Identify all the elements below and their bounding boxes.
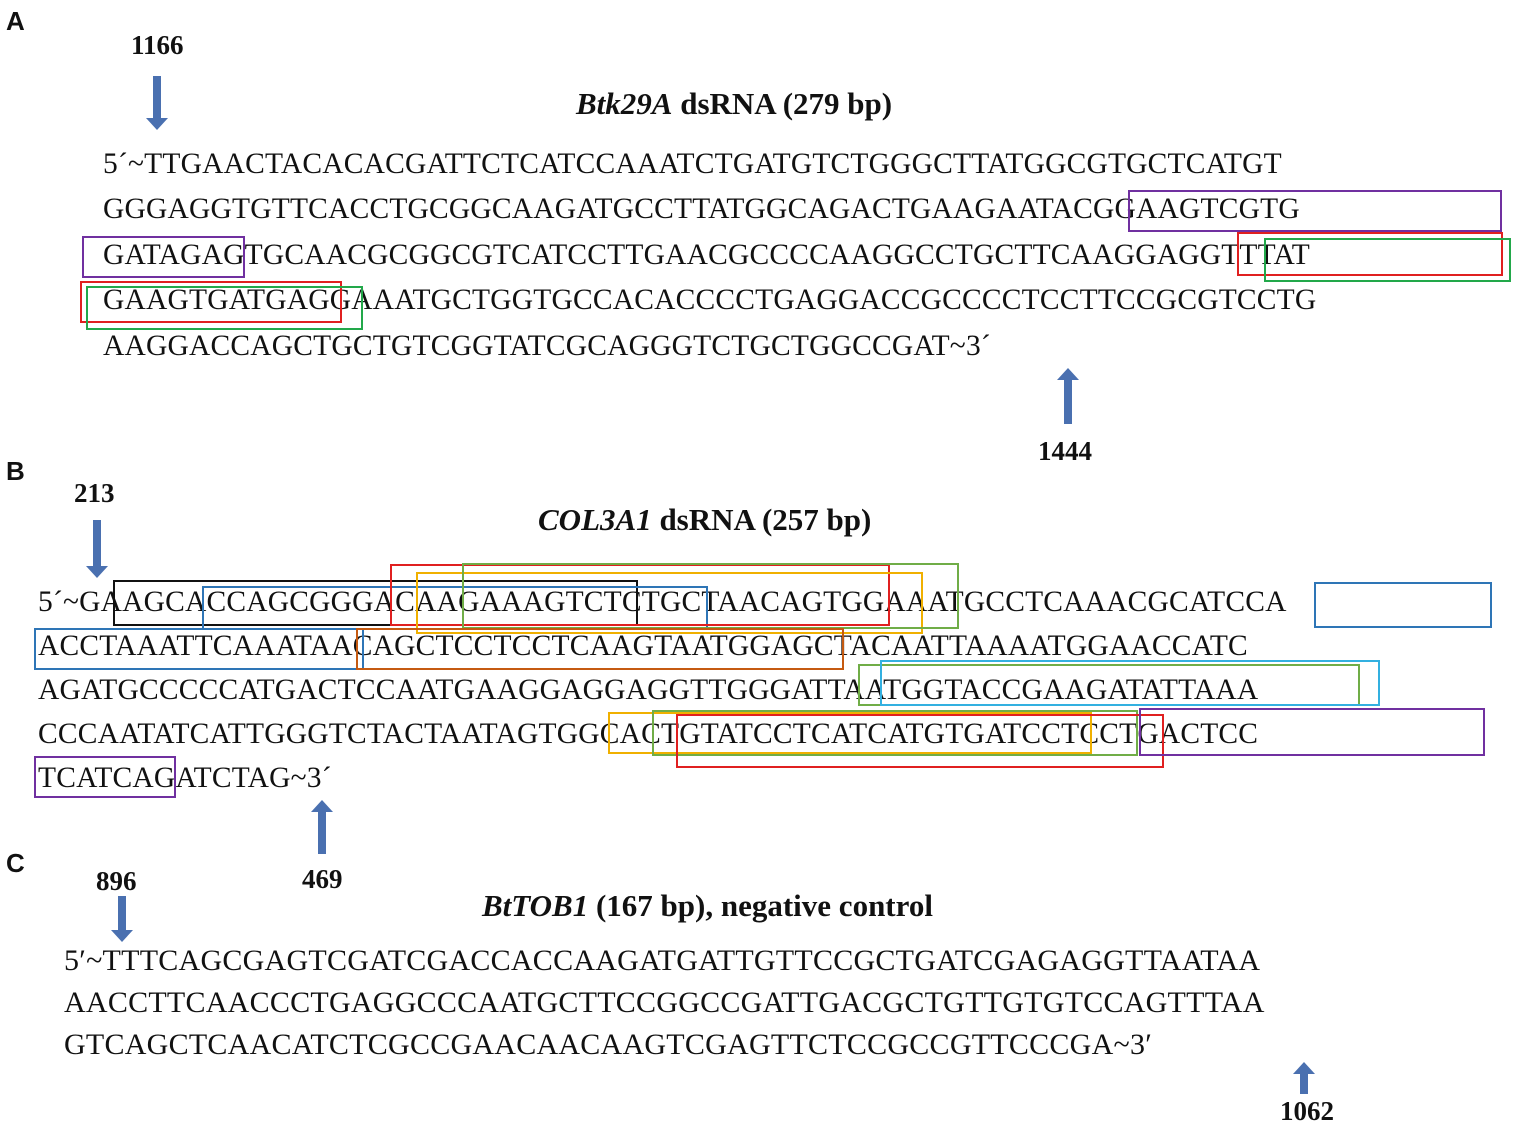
seq-a-line-2: GGGAGGTGTTCACCTGCGGCAAGATGCCTTATGGCAGACT… — [103, 193, 1300, 225]
end-position-c: 1062 — [1280, 1096, 1334, 1126]
gene-name-c: BtTOB1 — [482, 888, 589, 923]
title-rest-b: dsRNA (257 bp) — [651, 502, 872, 537]
start-position-a: 1166 — [131, 30, 184, 60]
siRNA-box-purple-b2 — [34, 756, 176, 798]
seq-c-line-1: 5′~TTTCAGCGAGTCGATCGACCACCAAGATGATTGTTCC… — [64, 944, 1261, 977]
siRNA-box-purple-a2 — [82, 236, 245, 278]
panel-label-c: C — [6, 848, 25, 878]
end-position-b: 469 — [302, 864, 343, 894]
siRNA-box-red-a1 — [1237, 232, 1503, 276]
seq-c-line-3: GTCAGCTCAACATCTCGCCGAACAACAAGTCGAGTTCTCC… — [64, 1028, 1153, 1061]
end-arrow-c — [1293, 1062, 1315, 1094]
seq-b-line-3: AGATGCCCCCATGACTCCAATGAAGGAGGAGGTTGGGATT… — [38, 674, 1259, 706]
seq-a-line-3: GATAGAGTGCAACGCGGCGTCATCCTTGAACGCCCCAAGG… — [103, 239, 1310, 271]
siRNA-box-red-a2 — [80, 281, 342, 323]
start-arrow-a — [146, 76, 168, 130]
seq-b-line-2: ACCTAAATTCAAATAACAGCTCCTCCTCAAGTAATGGAGC… — [38, 630, 1248, 662]
siRNA-box-green-a2 — [86, 286, 363, 330]
siRNA-box-black-b1 — [113, 580, 638, 626]
end-arrow-a — [1057, 368, 1079, 424]
title-c: BtTOB1 (167 bp), negative control — [482, 888, 933, 924]
siRNA-box-blue-b2 — [1314, 582, 1492, 628]
siRNA-box-red-b2 — [676, 714, 1164, 768]
siRNA-box-gold-b1 — [416, 572, 923, 634]
start-position-b: 213 — [74, 478, 115, 508]
title-a: Btk29A dsRNA (279 bp) — [576, 86, 892, 122]
seq-a-line-4: GAAGTGATGAGGAAATGCTGGTGCCACACCCCTGAGGACC… — [103, 284, 1317, 316]
gene-name-b: COL3A1 — [538, 502, 652, 537]
seq-a-line-5: AAGGACCAGCTGCTGTCGGTATCGCAGGGTCTGCTGGCCG… — [103, 330, 991, 362]
title-rest-c: (167 bp), negative control — [588, 888, 933, 923]
siRNA-box-blue-b3 — [34, 628, 364, 670]
siRNA-box-purple-a1 — [1128, 190, 1502, 232]
title-b: COL3A1 dsRNA (257 bp) — [538, 502, 871, 538]
siRNA-box-green-a1 — [1264, 238, 1511, 282]
siRNA-box-red-b1 — [390, 564, 890, 626]
start-arrow-b — [86, 520, 108, 578]
siRNA-box-gold-b2 — [608, 712, 1092, 754]
title-rest-a: dsRNA (279 bp) — [672, 86, 893, 121]
siRNA-box-lime-b1 — [462, 563, 959, 629]
seq-b-line-4: CCCAATATCATTGGGTCTACTAATAGTGGCACTGTATCCT… — [38, 718, 1259, 750]
start-arrow-c — [111, 896, 133, 942]
panel-label-b: B — [6, 456, 25, 486]
siRNA-box-orange-b1 — [356, 628, 844, 670]
seq-b-line-1: 5´~GAAGCACCAGCGGGACAAGAAAGTCTCTGCTAACAGT… — [38, 586, 1287, 618]
siRNA-box-lime-b3 — [652, 710, 1138, 756]
seq-b-line-5: TCATCAGATCTAG~3´ — [38, 762, 332, 794]
start-position-c: 896 — [96, 866, 137, 896]
end-position-a: 1444 — [1038, 436, 1092, 466]
siRNA-box-purple-b1 — [1139, 708, 1485, 756]
end-arrow-b — [311, 800, 333, 854]
seq-c-line-2: AACCTTCAACCCTGAGGCCCAATGCTTCCGGCCGATTGAC… — [64, 986, 1265, 1019]
gene-name-a: Btk29A — [576, 86, 673, 121]
seq-a-line-1: 5´~TTGAACTACACACGATTCTCATCCAAATCTGATGTCT… — [103, 148, 1282, 180]
siRNA-box-cyan-b1 — [880, 660, 1380, 706]
panel-label-a: A — [6, 6, 25, 36]
